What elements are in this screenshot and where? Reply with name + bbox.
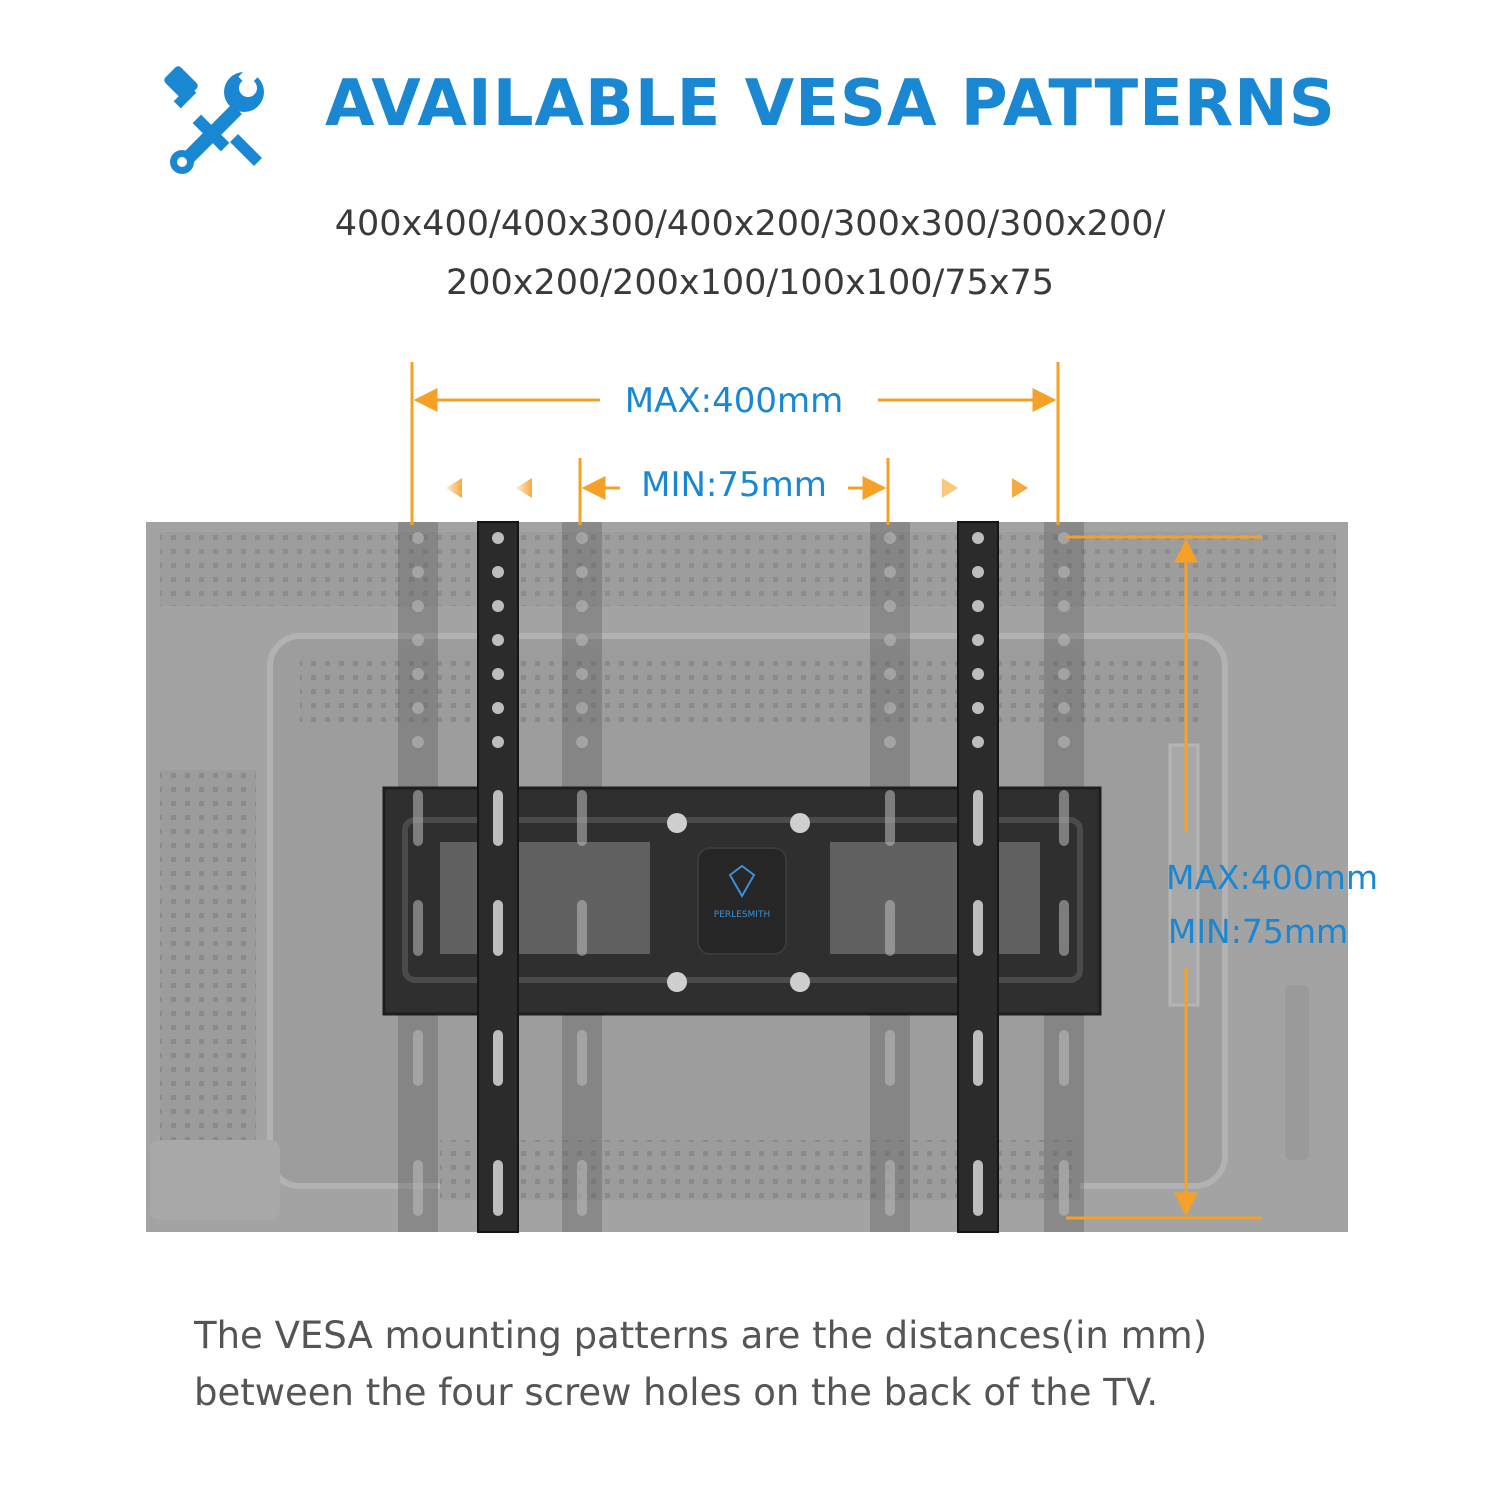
rail-hole	[576, 634, 588, 646]
rail-hole	[972, 532, 984, 544]
width-min-label: MIN:75mm	[641, 465, 827, 505]
rail-hole	[972, 702, 984, 714]
rail-hole	[972, 600, 984, 612]
rail-hole	[492, 668, 504, 680]
mounting-rails	[477, 521, 999, 1233]
rail-hole	[576, 736, 588, 748]
caption-line-1: The VESA mounting patterns are the dista…	[194, 1314, 1208, 1357]
rail-slot	[885, 790, 895, 846]
rail-hole	[1058, 668, 1070, 680]
rail-slot	[413, 900, 423, 956]
rail-holes	[412, 532, 1070, 1216]
vesa-patterns-line-2: 200x200/200x100/100x100/75x75	[445, 263, 1055, 303]
page-title: AVAILABLE VESA PATTERNS	[325, 67, 1336, 141]
rail-slot	[973, 790, 983, 846]
height-min-label: MIN:75mm	[1168, 912, 1348, 951]
rail-slot	[493, 1160, 503, 1216]
rail-hole	[972, 634, 984, 646]
rail-slot	[973, 1160, 983, 1216]
rail-hole	[884, 600, 896, 612]
rail-slot	[1059, 1160, 1069, 1216]
rail-slot	[577, 1030, 587, 1086]
rail-slot	[493, 1030, 503, 1086]
rail-hole	[884, 566, 896, 578]
rail-hole	[1058, 566, 1070, 578]
rail-hole	[412, 736, 424, 748]
rail-hole	[884, 668, 896, 680]
rail-slot	[885, 900, 895, 956]
rail-hole	[492, 566, 504, 578]
rail-hole	[884, 702, 896, 714]
rail-hole	[576, 566, 588, 578]
rail-slot	[1059, 900, 1069, 956]
rail-hole	[972, 566, 984, 578]
rail-slot	[885, 1030, 895, 1086]
rail-hole	[492, 600, 504, 612]
rail-slot	[1059, 790, 1069, 846]
rail-slot	[973, 1030, 983, 1086]
rail-hole	[1058, 736, 1070, 748]
rail-hole	[1058, 600, 1070, 612]
rail-hole	[576, 532, 588, 544]
rail-hole	[492, 532, 504, 544]
height-max-label: MAX:400mm	[1166, 858, 1378, 897]
tv-mount-diagram: PERLESMITH MAX:400mm MIN:75mm MAX:400mm …	[146, 362, 1378, 1233]
rail-hole	[492, 702, 504, 714]
rail-hole	[576, 600, 588, 612]
rail-hole	[884, 532, 896, 544]
rail-hole	[884, 634, 896, 646]
rail-hole	[972, 668, 984, 680]
rail-hole	[412, 634, 424, 646]
rail-slot	[885, 1160, 895, 1216]
rail-hole	[412, 532, 424, 544]
vesa-patterns-line-1: 400x400/400x300/400x200/300x300/300x200/	[334, 204, 1166, 244]
height-dimension: MAX:400mm MIN:75mm	[1066, 535, 1378, 1220]
rail-hole	[1058, 634, 1070, 646]
rail-hole	[492, 634, 504, 646]
rail-hole	[972, 736, 984, 748]
rail-slot	[413, 1160, 423, 1216]
brand-logo: PERLESMITH	[714, 910, 770, 920]
rail-slot	[973, 900, 983, 956]
width-dimension: MAX:400mm MIN:75mm	[410, 362, 1060, 525]
rail-slot	[413, 1030, 423, 1086]
rail-slot	[493, 900, 503, 956]
rail-hole	[884, 736, 896, 748]
width-max-label: MAX:400mm	[625, 381, 843, 421]
rail-hole	[412, 600, 424, 612]
rail-hole	[412, 702, 424, 714]
rail-hole	[1058, 532, 1070, 544]
rail-slot	[577, 790, 587, 846]
rail-slot	[577, 900, 587, 956]
rail-slot	[413, 790, 423, 846]
rail-hole	[492, 736, 504, 748]
rail-hole	[576, 702, 588, 714]
wrench-screwdriver-icon	[164, 66, 264, 174]
rail-hole	[576, 668, 588, 680]
rail-hole	[412, 566, 424, 578]
rail-slot	[577, 1160, 587, 1216]
rail-hole	[1058, 702, 1070, 714]
caption-line-2: between the four screw holes on the back…	[194, 1371, 1159, 1414]
rail-slot	[493, 790, 503, 846]
rail-slot	[1059, 1030, 1069, 1086]
rail-hole	[412, 668, 424, 680]
